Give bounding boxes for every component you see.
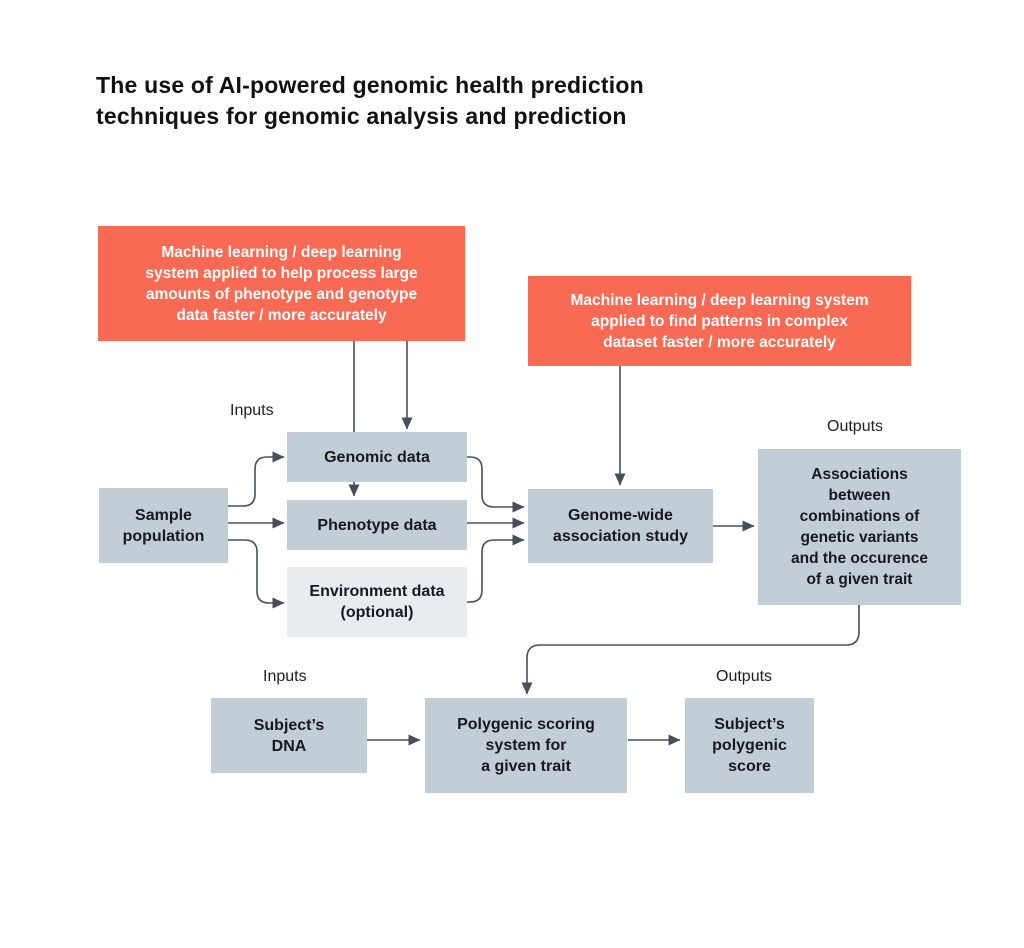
node-environment-data: Environment data (optional) xyxy=(287,567,467,637)
connector-associations-to-polygenic xyxy=(521,605,860,695)
connector-sample-to-genomic xyxy=(228,451,285,507)
node-associations-output: Associations between combinations of gen… xyxy=(758,449,961,605)
page-title: The use of AI-powered genomic health pre… xyxy=(96,72,644,129)
annotation-ml-process: Machine learning / deep learning system … xyxy=(98,226,465,341)
label-outputs-top: Outputs xyxy=(827,418,884,435)
node-polygenic-system: Polygenic scoring system for a given tra… xyxy=(425,698,627,793)
node-genomic-data: Genomic data xyxy=(287,432,467,482)
node-gwas: Genome-wide association study xyxy=(528,489,713,563)
connector-genomic-to-gwas xyxy=(467,456,525,513)
label-inputs-bottom: Inputs xyxy=(263,668,307,685)
node-phenotype-data: Phenotype data xyxy=(287,500,467,550)
connector-environment-to-gwas xyxy=(467,534,525,603)
node-polygenic-score: Subject’s polygenic score xyxy=(685,698,814,793)
label-outputs-bottom: Outputs xyxy=(716,668,773,685)
annotation-ml-patterns: Machine learning / deep learning system … xyxy=(528,276,911,366)
node-subject-dna: Subject’s DNA xyxy=(211,698,367,773)
node-sample-population: Sample population xyxy=(99,488,228,563)
connector-sample-to-environment xyxy=(228,539,285,609)
label-inputs-top: Inputs xyxy=(230,402,274,419)
